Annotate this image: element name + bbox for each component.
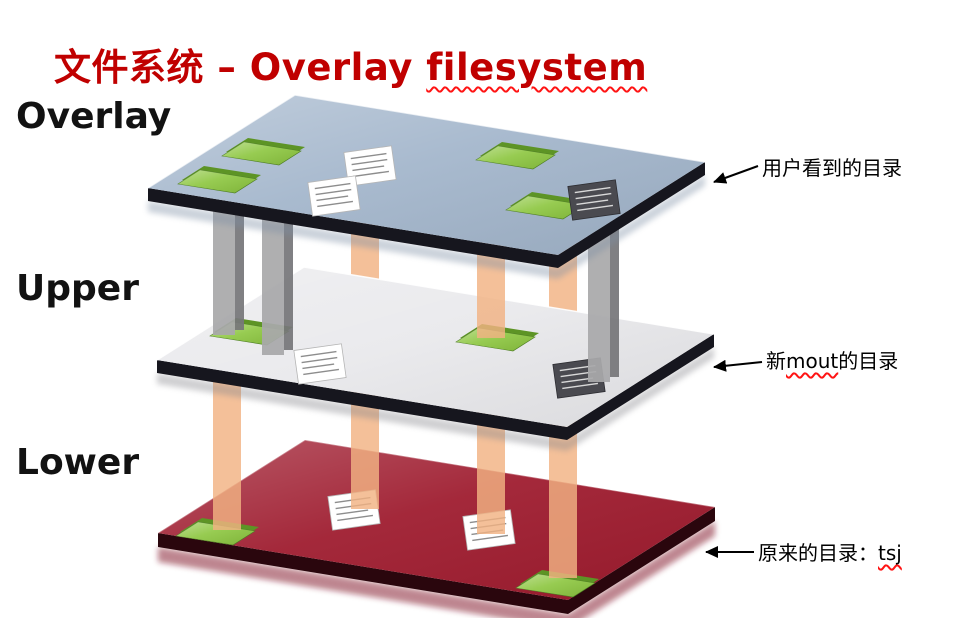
annotation-lower-prefix: 原来的目录： [758,541,878,565]
annotation-lower: 原来的目录：tsj [758,537,902,566]
document-icon [343,145,397,187]
layer-label-upper: Upper [16,268,139,309]
document-icon [293,343,347,385]
slide-title: 文件系统 – Overlay filesystem [54,37,647,91]
pillar-gray [262,205,293,355]
folder-icon [177,166,261,194]
folder-icon [221,138,305,166]
annotation-upper-suffix: 的目录 [838,349,899,373]
annotation-overlay: 用户看到的目录 [762,156,902,180]
folder-icon [515,570,599,598]
annotation-arrow-overlay [713,165,759,184]
folder-icon [475,142,559,170]
document-icon-dark [567,179,621,221]
pillar-orange [213,378,241,530]
slide-title-text: 文件系统 – Overlay [54,45,427,89]
annotation-arrow-upper [713,359,763,372]
annotation-lower-word: tsj [878,541,902,565]
pillar-gray [213,205,244,335]
annotation-upper-misspelled-word: mout [786,349,839,373]
slide-title-misspelled-word: filesystem [426,45,648,89]
pillar-gray [588,215,619,382]
annotation-upper: 新mout的目录 [766,345,898,374]
document-icon [307,175,361,217]
folder-icon [505,192,589,220]
layer-label-overlay: Overlay [16,96,172,137]
annotation-upper-prefix: 新 [766,349,786,373]
layer-label-lower: Lower [16,442,140,483]
